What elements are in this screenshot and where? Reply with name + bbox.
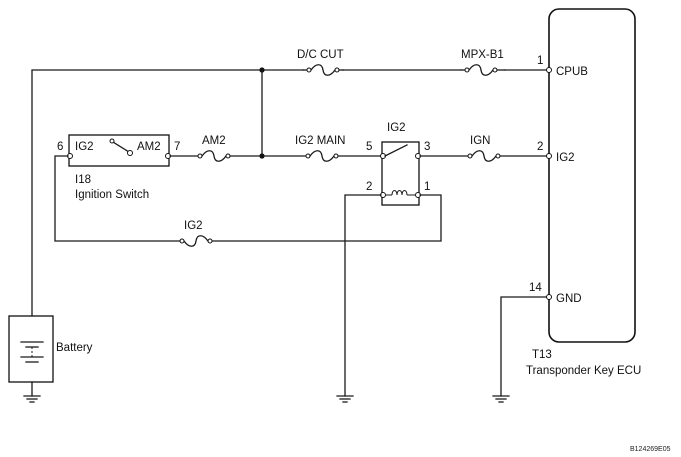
fuse-dc-cut-label: D/C CUT	[297, 49, 344, 61]
ecu-pin-ig2-label: IG2	[556, 152, 575, 164]
ecu-name: Transponder Key ECU	[526, 365, 641, 377]
ecu-pin-ig2-terminal	[546, 153, 552, 159]
ecu-pin-ig2-number: 2	[537, 141, 543, 153]
relay-pin-5: 5	[366, 141, 372, 153]
ignition-switch-code: I18	[75, 174, 91, 186]
ignition-switch: IG2 AM2 6 7 I18 Ignition Switch	[57, 134, 180, 201]
ground-ecu-icon	[492, 395, 510, 403]
fuse-am2	[197, 150, 231, 162]
ecu-pin-cpub-label: CPUB	[556, 66, 588, 78]
ecu-body	[548, 8, 636, 343]
fuse-ig2-main	[305, 150, 339, 162]
fuse-am2-label: AM2	[202, 135, 226, 147]
fuse-ig2	[179, 235, 213, 247]
relay-ig2-label: IG2	[387, 122, 406, 134]
relay-pin-3: 3	[424, 141, 430, 153]
ignition-switch-ig2-label: IG2	[75, 141, 94, 153]
fuse-mpx-b1-label: MPX-B1	[461, 49, 504, 61]
figure-code: B124269E05	[630, 446, 671, 453]
ignition-switch-am2-label: AM2	[137, 141, 161, 153]
ignition-switch-name: Ignition Switch	[75, 189, 149, 201]
ignition-switch-pin-6: 6	[57, 141, 63, 153]
fuse-ign	[467, 150, 501, 162]
ground-relay-icon	[336, 395, 354, 403]
ecu-pin-cpub-terminal	[546, 67, 552, 73]
fuse-ig2-main-label: IG2 MAIN	[295, 135, 345, 147]
relay-pin-1: 1	[424, 181, 430, 193]
ecu-pin-gnd-terminal	[546, 294, 552, 300]
relay-coil-icon	[386, 190, 415, 196]
fuse-mpx-b1	[460, 64, 506, 76]
ignition-switch-lever	[112, 141, 130, 153]
relay-pin-2: 2	[366, 181, 372, 193]
ig2-circuit: AM2 IG2 MAIN IG2 5 3 2	[169, 122, 552, 206]
fuse-ig2-label: IG2	[184, 220, 203, 232]
transponder-key-ecu: T13 Transponder Key ECU 1 CPUB 2 IG2 14 …	[526, 8, 641, 377]
ecu-pin-gnd-label: GND	[556, 293, 582, 305]
ecu-pin-gnd-number: 14	[529, 282, 542, 294]
wire-relay-coil-feed	[211, 194, 442, 242]
fuse-ign-label: IGN	[470, 135, 490, 147]
battery-label: Battery	[56, 342, 93, 354]
relay-ig2: IG2 5 3 2 1	[366, 122, 430, 206]
wire-relay-coil-ground	[344, 194, 382, 397]
ecu-code: T13	[532, 349, 552, 361]
ignition-switch-pin-7: 7	[174, 141, 180, 153]
battery: Battery	[8, 315, 93, 383]
wire-ig2-to-switch	[54, 155, 181, 242]
wire-battery-feed	[31, 69, 304, 317]
relay-contact	[384, 144, 408, 157]
ground-battery-icon	[23, 395, 41, 403]
relay-ig2-body	[381, 141, 420, 206]
ignition-switch-body	[68, 134, 170, 167]
fuse-dc-cut	[302, 64, 344, 76]
battery-body	[8, 315, 54, 383]
cpub-circuit: D/C CUT MPX-B1	[31, 49, 552, 317]
ecu-pin-cpub-number: 1	[537, 55, 543, 67]
wire-ecu-ground	[500, 296, 550, 397]
